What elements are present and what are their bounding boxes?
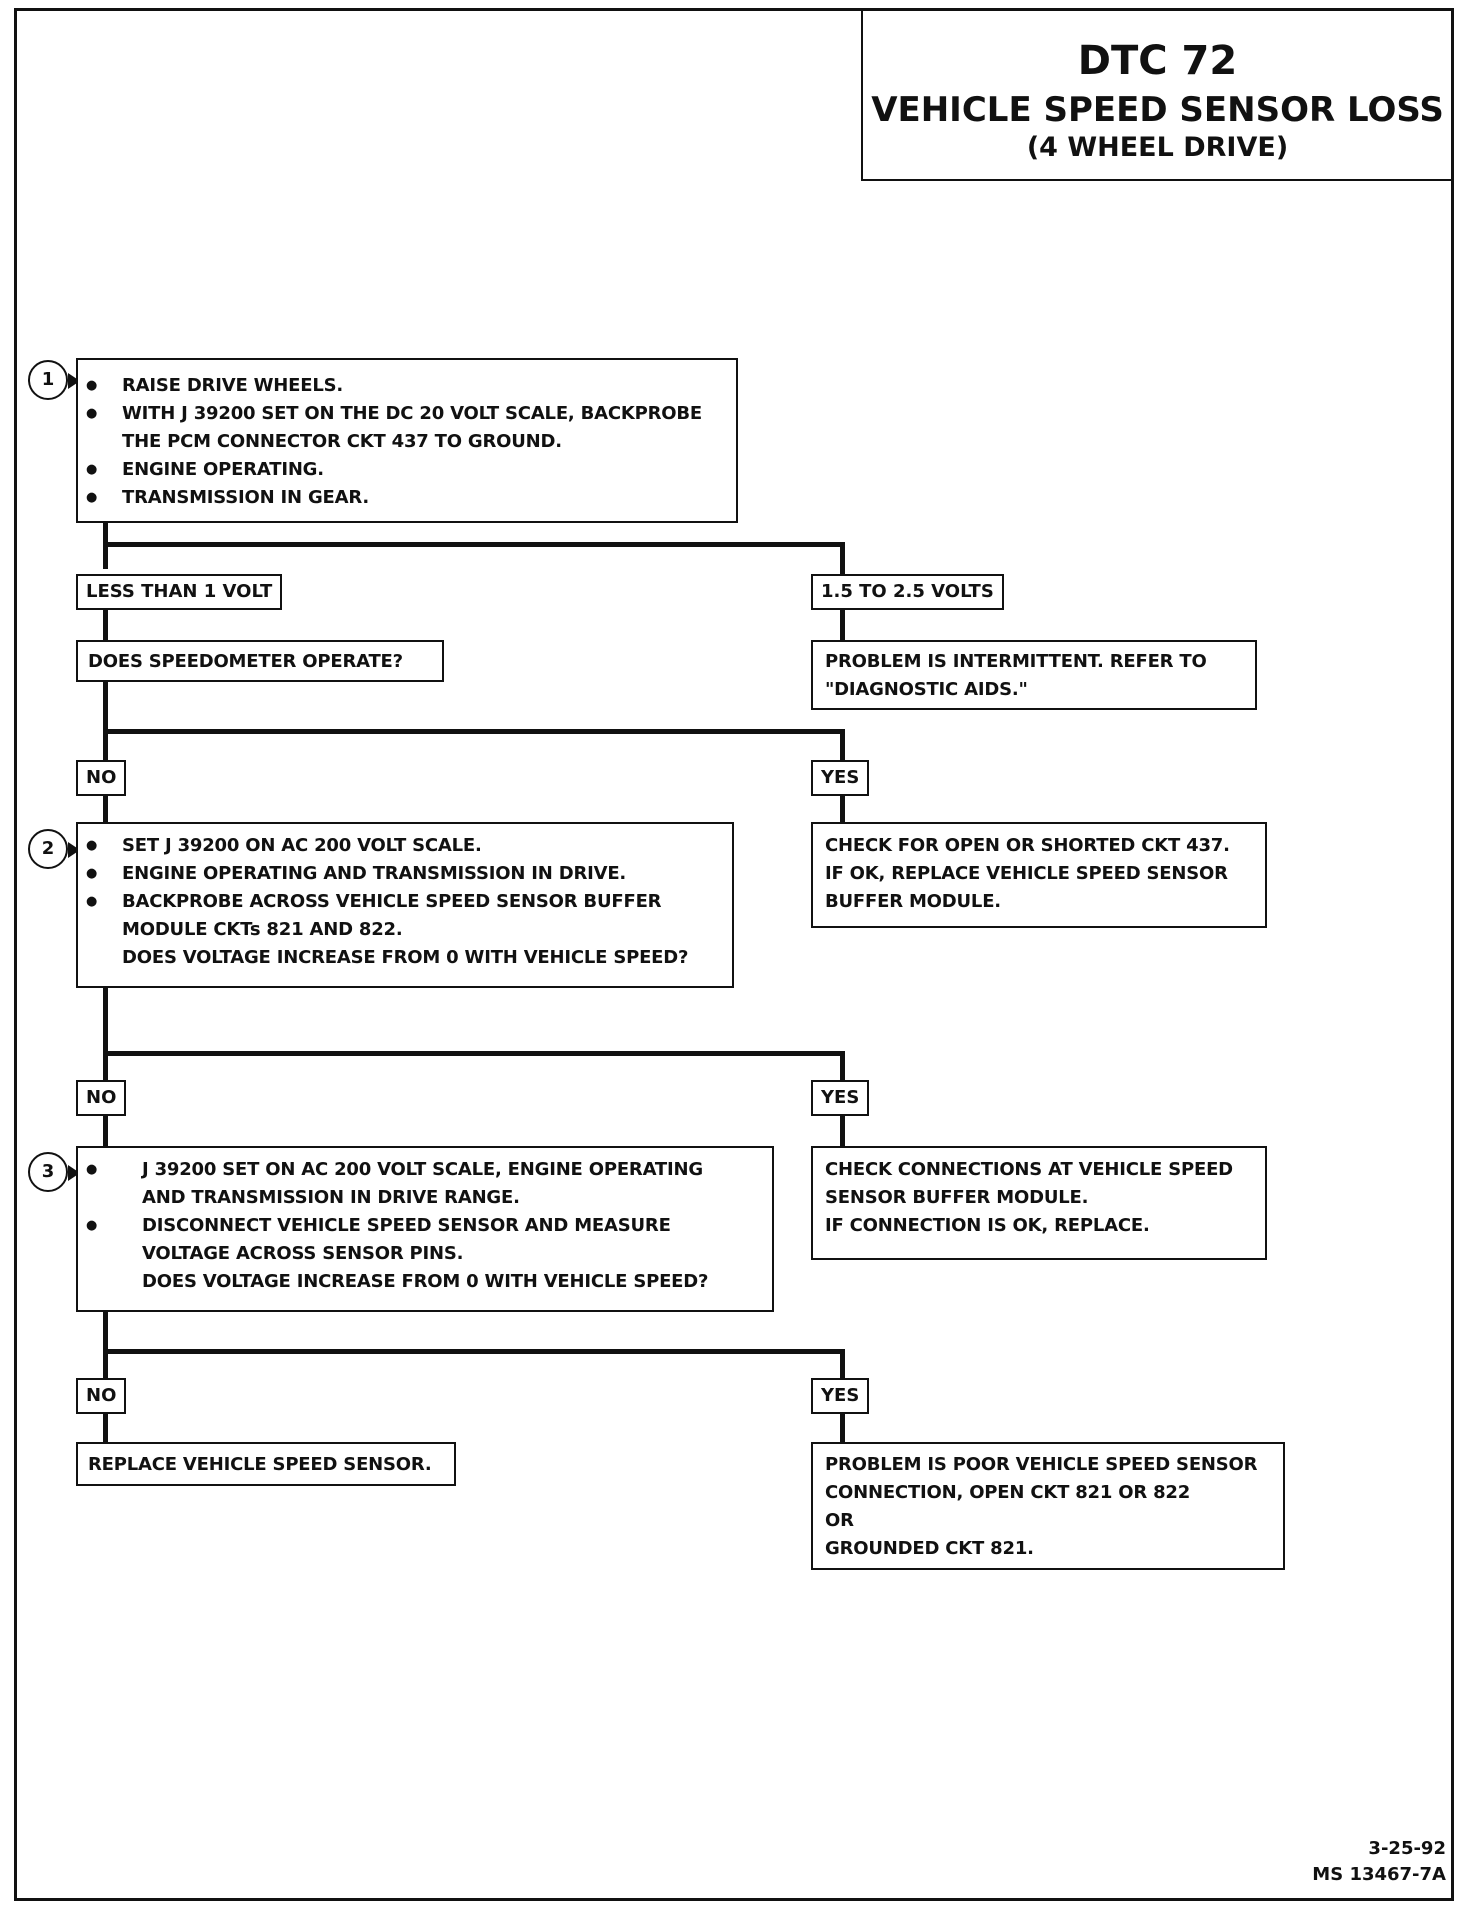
replace-sensor-result-box: REPLACE VEHICLE SPEED SENSOR.	[76, 1442, 456, 1486]
connector-line	[103, 1414, 108, 1452]
branch-label-no: NO	[76, 1378, 127, 1414]
branch-label-no: NO	[76, 1080, 127, 1116]
connector-line	[103, 1051, 845, 1056]
step3-bullet: DISCONNECT VEHICLE SPEED SENSOR AND MEAS…	[78, 1212, 766, 1268]
connector-line	[840, 796, 845, 822]
connector-line	[103, 796, 108, 822]
connector-line	[103, 1349, 845, 1354]
connector-line	[840, 1414, 845, 1442]
connector-line	[840, 729, 845, 760]
connector-line	[103, 680, 108, 760]
intermittent-result-box: PROBLEM IS INTERMITTENT. REFER TO "DIAGN…	[811, 640, 1257, 710]
step2-box: SET J 39200 ON AC 200 VOLT SCALE. ENGINE…	[76, 822, 734, 988]
step1-bullet: RAISE DRIVE WHEELS.	[78, 372, 728, 400]
step2-bullet: SET J 39200 ON AC 200 VOLT SCALE.	[78, 832, 726, 860]
connector-line	[103, 542, 845, 547]
branch-label-yes: YES	[811, 1080, 870, 1116]
step3-box: J 39200 SET ON AC 200 VOLT SCALE, ENGINE…	[76, 1146, 774, 1312]
step1-bullet: WITH J 39200 SET ON THE DC 20 VOLT SCALE…	[78, 400, 728, 456]
speedometer-question-box: DOES SPEEDOMETER OPERATE?	[76, 640, 444, 682]
document-footer: 3-25-92 MS 13467-7A	[1312, 1836, 1446, 1888]
connector-line	[840, 542, 845, 574]
step1-bullet: TRANSMISSION IN GEAR.	[78, 484, 728, 512]
revision-date: 3-25-92	[1368, 1838, 1446, 1859]
connector-line	[840, 1349, 845, 1378]
branch-label-1-5-to-2-5-volts: 1.5 TO 2.5 VOLTS	[811, 574, 1004, 610]
branch-label-yes: YES	[811, 1378, 870, 1414]
step2-bullet: ENGINE OPERATING AND TRANSMISSION IN DRI…	[78, 860, 726, 888]
branch-label-no: NO	[76, 760, 127, 796]
step2-question: DOES VOLTAGE INCREASE FROM 0 WITH VEHICL…	[122, 947, 689, 968]
step1-box: RAISE DRIVE WHEELS. WITH J 39200 SET ON …	[76, 358, 738, 523]
step2-bullet: BACKPROBE ACROSS VEHICLE SPEED SENSOR BU…	[78, 888, 726, 944]
dtc-subtitle: (4 WHEEL DRIVE)	[1026, 132, 1289, 163]
page-frame	[14, 8, 1454, 1901]
dtc-code: DTC 72	[1077, 38, 1238, 84]
step-number-3: 3	[28, 1152, 80, 1192]
step-number-1: 1	[28, 360, 80, 400]
connector-line	[103, 729, 845, 734]
step3-bullet: J 39200 SET ON AC 200 VOLT SCALE, ENGINE…	[78, 1156, 766, 1212]
connector-line	[103, 1310, 108, 1378]
poor-connection-result-box: PROBLEM IS POOR VEHICLE SPEED SENSOR CON…	[811, 1442, 1285, 1570]
connector-line	[103, 1116, 108, 1146]
connector-line	[103, 988, 108, 1080]
connector-line	[840, 608, 845, 640]
connector-line	[840, 1051, 845, 1080]
document-code: MS 13467-7A	[1312, 1864, 1446, 1885]
dtc-name: VEHICLE SPEED SENSOR LOSS	[871, 90, 1444, 130]
check-ckt437-result-box: CHECK FOR OPEN OR SHORTED CKT 437. IF OK…	[811, 822, 1267, 928]
step1-bullet: ENGINE OPERATING.	[78, 456, 728, 484]
connector-line	[840, 1116, 845, 1146]
connector-line	[103, 608, 108, 640]
branch-label-less-than-1-volt: LESS THAN 1 VOLT	[76, 574, 283, 610]
step-number-2: 2	[28, 829, 80, 869]
step3-question: DOES VOLTAGE INCREASE FROM 0 WITH VEHICL…	[142, 1271, 709, 1292]
check-buffer-module-result-box: CHECK CONNECTIONS AT VEHICLE SPEED SENSO…	[811, 1146, 1267, 1260]
branch-label-yes: YES	[811, 760, 870, 796]
title-block: DTC 72 VEHICLE SPEED SENSOR LOSS (4 WHEE…	[861, 10, 1452, 181]
